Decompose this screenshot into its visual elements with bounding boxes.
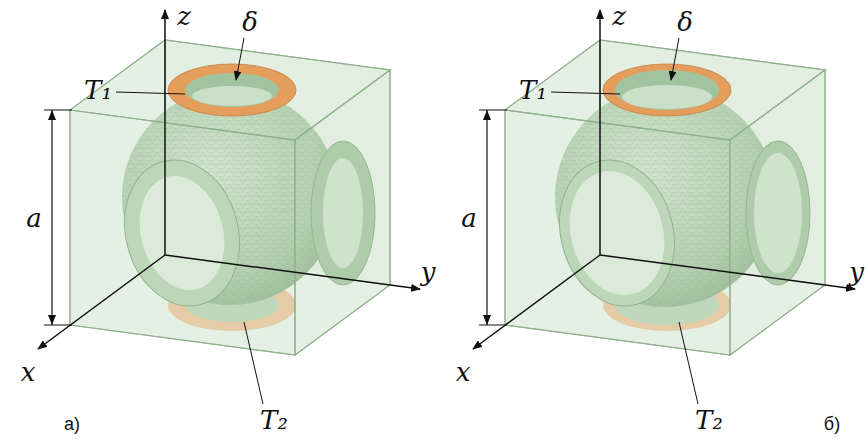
axis-label: z: [612, 3, 626, 29]
axis-label: y: [849, 259, 864, 285]
axis-label: z: [177, 3, 191, 29]
axis-label: y: [421, 259, 436, 285]
axis-label: T₁: [519, 77, 547, 103]
panel-caption: б): [824, 415, 840, 433]
panel-caption: а): [64, 415, 80, 433]
axis-label: T₁: [84, 77, 112, 103]
axis-label: T₂: [695, 407, 723, 433]
axis-label: T₂: [260, 407, 288, 433]
axis-label: a: [461, 205, 477, 231]
axis-label: x: [21, 359, 36, 385]
axis-label: δ: [242, 9, 258, 35]
axis-label: δ: [677, 9, 693, 35]
axis-label: a: [26, 205, 42, 231]
axis-label: x: [456, 359, 471, 385]
